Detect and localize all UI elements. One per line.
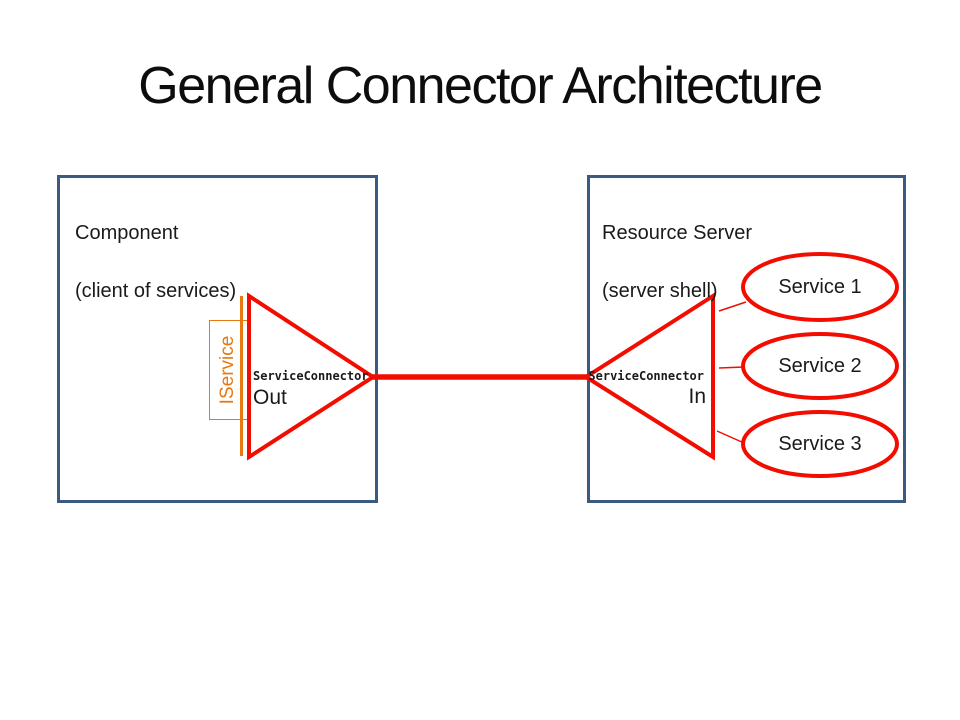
service-connector-in-label: ServiceConnector xyxy=(588,369,704,383)
in-label: In xyxy=(688,385,706,408)
service-2-label: Service 2 xyxy=(778,355,862,377)
service-connector-out-label: ServiceConnector xyxy=(253,369,369,383)
out-label: Out xyxy=(253,386,287,409)
resource-server-subtitle: (server shell) xyxy=(602,280,718,302)
iservice-label: IService xyxy=(217,335,238,405)
service-1-label: Service 1 xyxy=(778,276,862,298)
service-3-label: Service 3 xyxy=(778,433,862,455)
component-subtitle: (client of services) xyxy=(75,280,237,302)
component-box-label: Component (client of services) xyxy=(75,190,236,335)
component-title: Component xyxy=(75,222,179,244)
page-title: General Connector Architecture xyxy=(138,57,823,115)
resource-server-box-label: Resource Server (server shell) xyxy=(602,190,752,335)
resource-server-title: Resource Server xyxy=(602,222,753,244)
